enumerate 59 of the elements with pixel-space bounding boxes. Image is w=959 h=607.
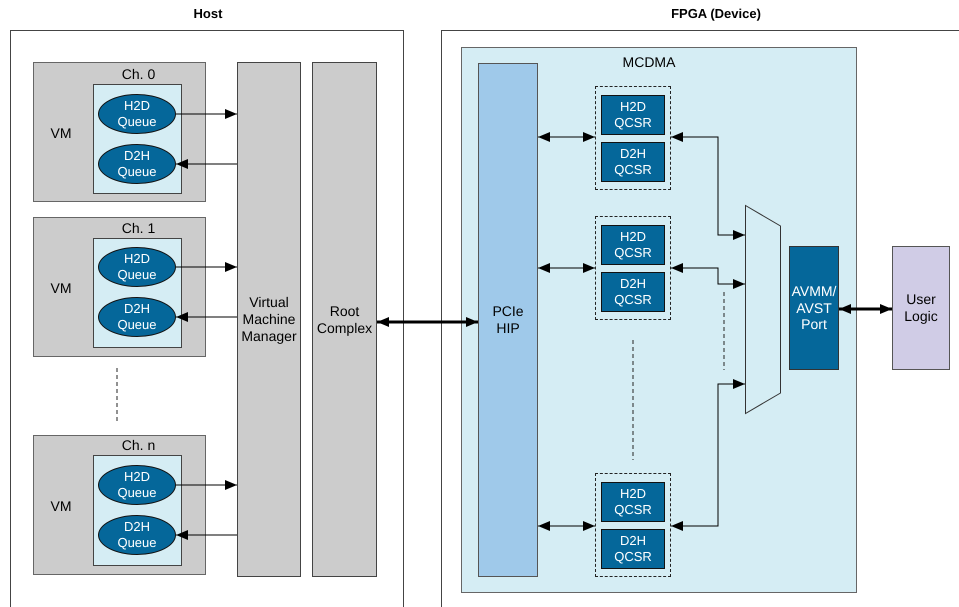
double-arrow [670, 132, 746, 240]
qcsr-label: D2H QCSR [613, 533, 653, 565]
user-logic-box [892, 246, 950, 370]
arrow [176, 480, 238, 490]
box-label: User Logic [903, 291, 939, 325]
double-arrow [538, 263, 596, 273]
bar-label: Virtual Machine Manager [240, 294, 298, 345]
multiplexer-trapezoid [745, 205, 781, 414]
queue-label: D2H Queue [116, 148, 158, 180]
double-arrow [670, 379, 746, 531]
panel-title: Host [194, 6, 222, 22]
bar-label: PCIe HIP [491, 303, 525, 337]
port-box [789, 246, 839, 370]
vm-label: VM [50, 124, 72, 142]
double-arrow [839, 304, 892, 314]
queue-label: D2H Queue [116, 519, 158, 551]
manager-bar [237, 62, 301, 577]
arrow [176, 312, 238, 322]
channel-label: Ch. n [122, 436, 156, 454]
qcsr-label: D2H QCSR [613, 146, 653, 178]
qcsr-group [595, 473, 671, 577]
vm-box [33, 217, 206, 357]
mcdma-block [461, 47, 857, 593]
arrow [176, 159, 238, 169]
channel-label: Ch. 0 [122, 66, 156, 82]
queue-label: H2D Queue [116, 251, 158, 283]
queue-label: H2D Queue [116, 469, 158, 501]
qcsr-box [601, 95, 665, 135]
channel-label: Ch. 1 [122, 220, 156, 236]
queue-label: H2D Queue [116, 98, 158, 130]
queue-label: D2H Queue [116, 301, 158, 333]
port-label: AVMM/ AVST Port [790, 282, 838, 334]
panel-title: FPGA (Device) [671, 6, 761, 22]
arrow [176, 262, 238, 272]
vm-box [33, 435, 206, 575]
qcsr-box [601, 482, 665, 522]
qcsr-box [601, 272, 665, 312]
qcsr-label: D2H QCSR [613, 276, 653, 308]
qcsr-box [601, 142, 665, 182]
qcsr-group [595, 86, 671, 190]
qcsr-box [601, 529, 665, 569]
vm-label: VM [50, 280, 72, 296]
arrow [176, 530, 238, 540]
qcsr-group [595, 216, 671, 320]
double-arrow [670, 263, 746, 289]
bar-label: Root Complex [316, 302, 374, 336]
double-arrow [538, 521, 596, 531]
qcsr-label: H2D QCSR [613, 229, 653, 261]
double-arrow [538, 132, 596, 142]
arrow [176, 109, 238, 119]
pcie-hip-bar [478, 63, 538, 577]
vm-box [33, 62, 206, 202]
vm-label: VM [50, 498, 72, 514]
double-arrow [377, 317, 478, 327]
qcsr-label: H2D QCSR [613, 486, 653, 518]
block-title: MCDMA [622, 54, 676, 70]
manager-bar [312, 62, 377, 577]
qcsr-label: H2D QCSR [613, 99, 653, 131]
qcsr-box [601, 225, 665, 265]
